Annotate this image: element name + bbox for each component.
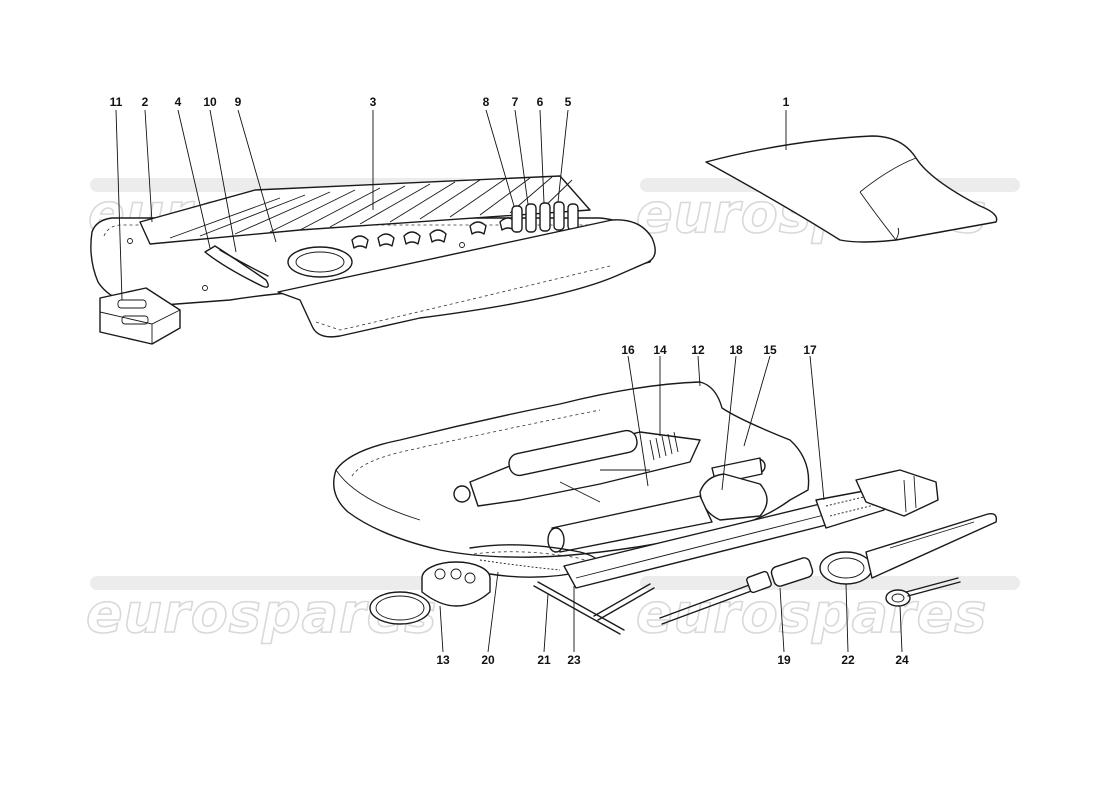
callout-16: 16 (621, 343, 635, 357)
bulb-box (99, 287, 181, 345)
callout-17: 17 (803, 343, 817, 357)
callout-5: 5 (565, 95, 572, 109)
callout-10: 10 (203, 95, 217, 109)
callout-1: 1 (783, 95, 790, 109)
callout-14: 14 (653, 343, 667, 357)
callout-15: 15 (763, 343, 777, 357)
callout-20: 20 (481, 653, 495, 667)
tommy-bar (533, 581, 655, 635)
callout-7: 7 (512, 95, 519, 109)
callout-18: 18 (729, 343, 743, 357)
wheel-spanner-tube (563, 469, 939, 589)
callout-4: 4 (175, 95, 182, 109)
callout-3: 3 (370, 95, 377, 109)
callout-labels: 11 2 4 10 9 3 8 7 6 5 1 16 14 12 18 15 1… (110, 95, 909, 667)
leader-lines (115, 109, 903, 653)
spare-parts-tin (369, 561, 491, 625)
wheel-nut-wrench (819, 512, 998, 585)
callout-11: 11 (110, 95, 123, 109)
callout-12: 12 (691, 343, 705, 357)
tool-roll-bag (90, 175, 656, 338)
callout-8: 8 (483, 95, 490, 109)
cloth (705, 135, 998, 243)
extension-bar (659, 557, 814, 625)
callout-21: 21 (537, 653, 551, 667)
callout-9: 9 (235, 95, 242, 109)
small-ring-tool (885, 577, 961, 607)
callout-2: 2 (142, 95, 149, 109)
callout-6: 6 (537, 95, 544, 109)
callout-24: 24 (895, 653, 909, 667)
callout-23: 23 (567, 653, 581, 667)
watermark-swoosh (90, 576, 470, 590)
callout-22: 22 (841, 653, 855, 667)
callout-13: 13 (436, 653, 450, 667)
callout-19: 19 (777, 653, 791, 667)
watermark-text: eurospares (636, 582, 987, 645)
